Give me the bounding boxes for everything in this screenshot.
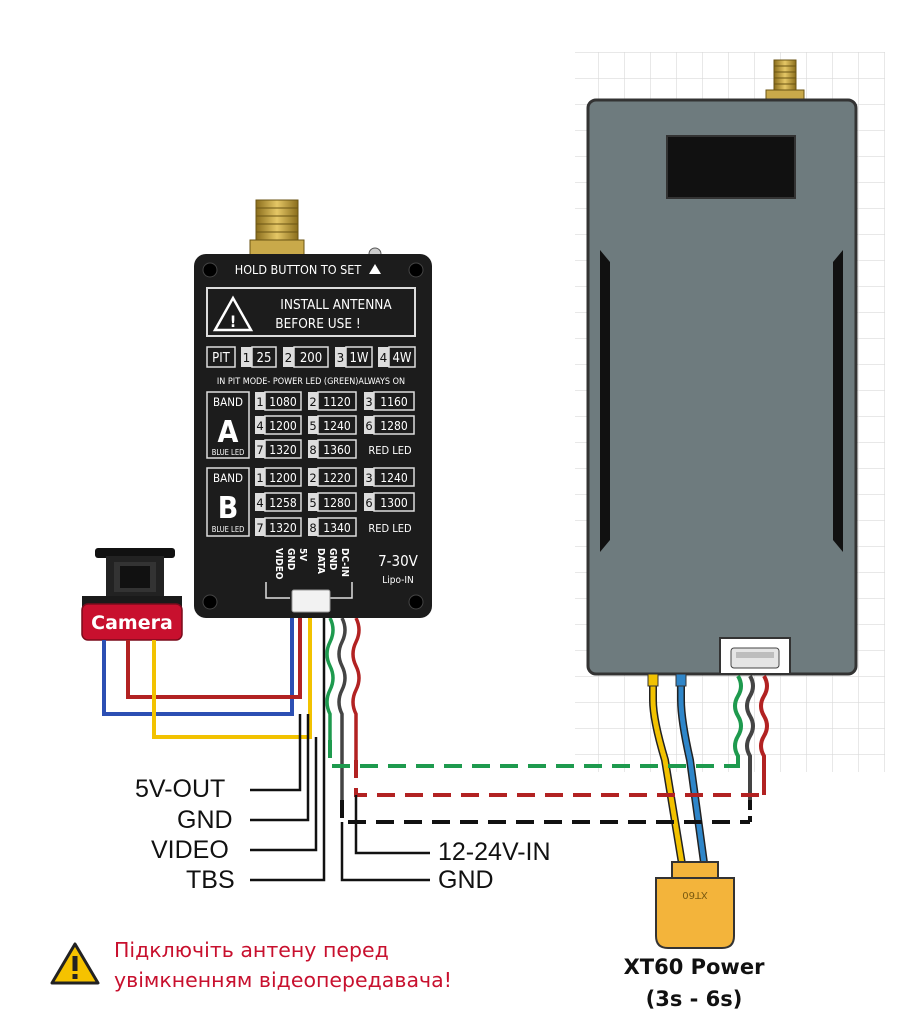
svg-text:7: 7 (256, 521, 263, 535)
svg-text:4W: 4W (392, 351, 411, 366)
band-a-table: BAND A BLUE LED 1 1080 2 1120 3 1160 4 1… (206, 391, 415, 459)
svg-text:1160: 1160 (380, 395, 408, 409)
label-video: VIDEO (151, 836, 229, 864)
svg-text:4: 4 (256, 419, 263, 433)
power-wires (647, 673, 709, 871)
svg-text:25: 25 (257, 351, 272, 366)
vtx-pinout: VIDEO GND 5V DATA GND DC-IN 7-30V Lipo-I… (265, 548, 419, 613)
svg-text:1280: 1280 (380, 419, 408, 433)
xt60-connector: XT60 (655, 861, 735, 949)
svg-text:1: 1 (256, 471, 263, 485)
power-mode-row: PIT 1 25 2 200 3 1W 4 4W (206, 346, 416, 368)
band-b-table: BAND B BLUE LED 1 1200 2 1220 3 1240 4 1… (206, 467, 415, 537)
svg-text:1240: 1240 (323, 419, 351, 433)
xt60-power-title: XT60 Power (623, 955, 765, 979)
svg-text:1120: 1120 (323, 395, 351, 409)
svg-text:6: 6 (365, 419, 372, 433)
vtx-hold-button-label: HOLD BUTTON TO SET (235, 262, 362, 277)
receiver-display (666, 135, 796, 199)
up-triangle-icon (369, 264, 381, 274)
svg-text:VIDEO: VIDEO (273, 548, 284, 580)
vtx-housing (194, 254, 432, 618)
svg-text:B: B (218, 491, 239, 526)
svg-text:Lipo-IN: Lipo-IN (382, 575, 414, 586)
svg-text:A: A (218, 415, 239, 450)
svg-text:1258: 1258 (269, 496, 297, 510)
camera-label: Camera (91, 612, 173, 634)
svg-text:BLUE LED: BLUE LED (212, 525, 245, 534)
xt60-connector-label: XT60 (682, 889, 708, 900)
receiver-right-rail (833, 250, 843, 552)
svg-text:RED LED: RED LED (368, 444, 412, 457)
label-gnd-left: GND (177, 806, 233, 834)
svg-text:7: 7 (256, 443, 263, 457)
pit-mode-note: IN PIT MODE- POWER LED (GREEN)ALWAYS ON (217, 377, 405, 387)
antenna-warning-line2: увімкненням відеопередавача! (114, 968, 452, 992)
vtx-connector (291, 589, 331, 613)
svg-text:5: 5 (309, 419, 316, 433)
vtx-warning-line1: INSTALL ANTENNA (280, 297, 392, 313)
label-5v-out: 5V-OUT (135, 775, 226, 803)
svg-text:GND: GND (327, 548, 338, 570)
camera: Camera (81, 548, 183, 641)
svg-text:2: 2 (309, 395, 316, 409)
svg-text:7-30V: 7-30V (378, 552, 419, 570)
svg-text:GND: GND (285, 548, 296, 570)
svg-text:1320: 1320 (269, 521, 297, 535)
svg-text:6: 6 (365, 496, 372, 510)
svg-text:5V: 5V (297, 548, 308, 561)
vtx-output-wires (250, 617, 766, 882)
svg-text:1320: 1320 (269, 443, 297, 457)
svg-text:2: 2 (309, 471, 316, 485)
svg-text:1080: 1080 (269, 395, 297, 409)
svg-text:3: 3 (337, 351, 345, 365)
antenna-warning-line1: Підключіть антену перед (114, 938, 389, 962)
svg-text:1: 1 (256, 395, 263, 409)
svg-text:5: 5 (309, 496, 316, 510)
warning-triangle-icon: ! (212, 295, 254, 332)
svg-text:PIT: PIT (212, 351, 230, 366)
camera-wires (102, 618, 312, 739)
label-gnd-right: GND (438, 866, 494, 894)
vtx-module: HOLD BUTTON TO SET ! INSTALL ANTENNA BEF… (194, 199, 432, 618)
svg-text:1W: 1W (349, 351, 368, 366)
svg-text:1200: 1200 (269, 419, 297, 433)
svg-text:1280: 1280 (323, 496, 351, 510)
receiver-unit (586, 59, 858, 676)
svg-text:DATA: DATA (315, 548, 326, 574)
svg-text:8: 8 (309, 443, 316, 457)
svg-text:BAND: BAND (213, 395, 243, 409)
label-12-24v-in: 12-24V-IN (438, 838, 551, 866)
svg-text:3: 3 (365, 395, 372, 409)
vtx-antenna-connector (249, 199, 305, 257)
warning-triangle-icon (50, 942, 100, 985)
receiver-twisted-wires (733, 674, 769, 800)
svg-text:200: 200 (300, 351, 322, 366)
svg-text:8: 8 (309, 521, 316, 535)
svg-text:1240: 1240 (380, 471, 408, 485)
svg-text:1300: 1300 (380, 496, 408, 510)
label-tbs: TBS (186, 866, 235, 894)
xt60-power-subtitle: (3s - 6s) (645, 987, 743, 1011)
svg-text:4: 4 (256, 496, 263, 510)
svg-text:DC-IN: DC-IN (339, 548, 350, 577)
svg-text:BAND: BAND (213, 471, 243, 485)
svg-text:1220: 1220 (323, 471, 351, 485)
camera-label-box (81, 603, 183, 641)
svg-text:1200: 1200 (269, 471, 297, 485)
svg-text:BLUE LED: BLUE LED (212, 448, 245, 457)
svg-text:!: ! (230, 312, 237, 331)
receiver-left-rail (600, 250, 610, 552)
svg-text:1360: 1360 (323, 443, 351, 457)
svg-text:4: 4 (380, 351, 388, 365)
svg-text:1: 1 (243, 351, 251, 365)
vtx-warning-line2: BEFORE USE ! (275, 316, 361, 332)
svg-text:1340: 1340 (323, 521, 351, 535)
svg-text:2: 2 (285, 351, 293, 365)
svg-text:3: 3 (365, 471, 372, 485)
svg-text:RED LED: RED LED (368, 522, 412, 535)
